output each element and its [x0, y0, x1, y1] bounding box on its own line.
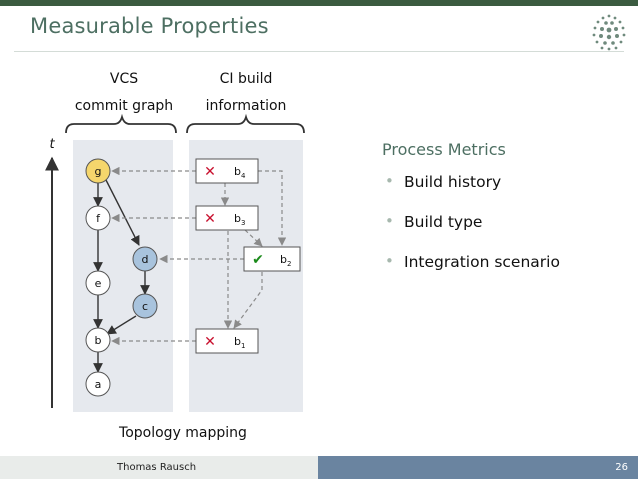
build-sub-b2: 2	[287, 260, 291, 268]
top-accent-bar	[0, 0, 638, 6]
list-item: Build history	[382, 172, 560, 213]
build-b3-b2	[244, 229, 263, 247]
svg-text:b1: b1	[234, 335, 245, 350]
build-box-b4: ✕ b4	[195, 158, 259, 184]
metrics-list: Build history Build type Integration sce…	[382, 172, 560, 293]
check-icon: ✔	[252, 252, 264, 268]
process-metrics: Process Metrics Build history Build type…	[382, 140, 560, 293]
vcs-brace	[65, 113, 177, 134]
build-box-b2: ✔ b2	[243, 246, 301, 272]
commit-label-e: e	[95, 277, 102, 290]
diagram-caption: Topology mapping	[118, 425, 247, 441]
build-label-b3: b	[234, 212, 241, 225]
vcs-label: VCS	[110, 71, 138, 87]
ci-panel	[189, 140, 303, 412]
footer-author: Thomas Rausch	[117, 462, 197, 473]
build-label-b4: b	[234, 165, 241, 178]
commit-label-b: b	[95, 334, 102, 347]
commit-node-g: g	[85, 158, 111, 184]
commit-label-f: f	[96, 212, 101, 225]
commit-node-a: a	[85, 371, 111, 397]
ci-brace	[186, 113, 305, 134]
footer-author-bar: Thomas Rausch	[0, 456, 318, 479]
build-sub-b3: 3	[241, 219, 245, 227]
dotted-sphere-logo-icon	[592, 14, 626, 51]
commit-label-d: d	[142, 253, 149, 266]
title-divider	[14, 51, 624, 52]
list-item: Build type	[382, 212, 560, 253]
ci-sublabel: information	[206, 98, 287, 114]
commit-label-g: g	[95, 165, 102, 178]
build-sub-b4: 4	[241, 172, 246, 180]
build-box-b1: ✕ b1	[195, 328, 259, 354]
build-b2-b1	[233, 272, 263, 329]
slide-title: Measurable Properties	[30, 14, 269, 38]
svg-text:b3: b3	[234, 212, 245, 227]
svg-text:b4: b4	[234, 165, 246, 180]
commit-label-a: a	[95, 378, 102, 391]
vcs-sublabel: commit graph	[75, 98, 173, 114]
build-label-b2: b	[280, 253, 287, 266]
edge-c-b	[106, 315, 137, 335]
commit-label-c: c	[142, 300, 148, 313]
commit-node-b: b	[85, 327, 111, 353]
commit-node-d: d	[132, 246, 158, 272]
commit-node-f: f	[85, 205, 111, 231]
build-sub-b1: 1	[241, 342, 245, 350]
commit-node-e: e	[85, 270, 111, 296]
cross-icon: ✕	[204, 164, 216, 180]
build-box-b3: ✕ b3	[195, 205, 259, 231]
edge-g-d	[105, 179, 140, 246]
list-item: Integration scenario	[382, 252, 560, 293]
build-label-b1: b	[234, 335, 241, 348]
ci-label: CI build	[220, 71, 273, 87]
commit-node-c: c	[132, 293, 158, 319]
cross-icon: ✕	[204, 334, 216, 350]
footer-page-bar: 26	[318, 456, 638, 479]
svg-text:b2: b2	[280, 253, 291, 268]
page-number: 26	[615, 462, 628, 473]
cross-icon: ✕	[204, 211, 216, 227]
time-axis-label: t	[49, 137, 55, 152]
metrics-title: Process Metrics	[382, 140, 506, 159]
build-b4-b2	[258, 170, 287, 246]
